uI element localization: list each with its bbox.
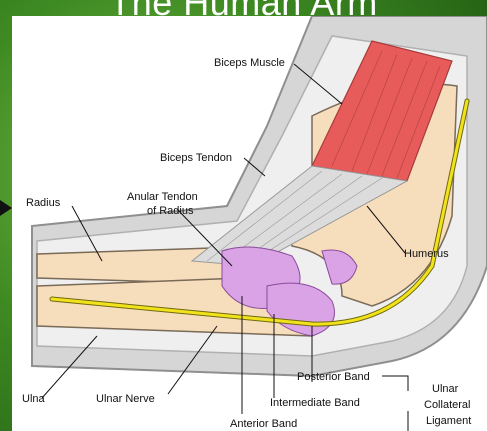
label-ulna: Ulna bbox=[22, 393, 46, 405]
label-biceps-muscle: Biceps Muscle bbox=[214, 57, 285, 69]
arm-diagram: Biceps Muscle Biceps Tendon Radius Anula… bbox=[12, 16, 487, 431]
label-ulnar-collateral-1: Ulnar bbox=[432, 383, 459, 395]
label-anular-tendon-1: Anular Tendon bbox=[127, 191, 198, 203]
label-humerus: Humerus bbox=[404, 248, 449, 260]
label-ulnar-collateral-3: Ligament bbox=[426, 415, 471, 427]
label-anterior-band: Anterior Band bbox=[230, 418, 297, 430]
pointer-arrow-icon bbox=[0, 200, 12, 216]
label-biceps-tendon: Biceps Tendon bbox=[160, 152, 232, 164]
label-anular-tendon-2: of Radius bbox=[147, 205, 194, 217]
label-intermediate-band: Intermediate Band bbox=[270, 397, 360, 409]
label-radius: Radius bbox=[26, 197, 61, 209]
label-ulnar-nerve: Ulnar Nerve bbox=[96, 393, 155, 405]
label-ulnar-collateral-2: Collateral bbox=[424, 399, 470, 411]
label-posterior-band: Posterior Band bbox=[297, 371, 370, 383]
diagram-panel: Biceps Muscle Biceps Tendon Radius Anula… bbox=[12, 16, 487, 431]
